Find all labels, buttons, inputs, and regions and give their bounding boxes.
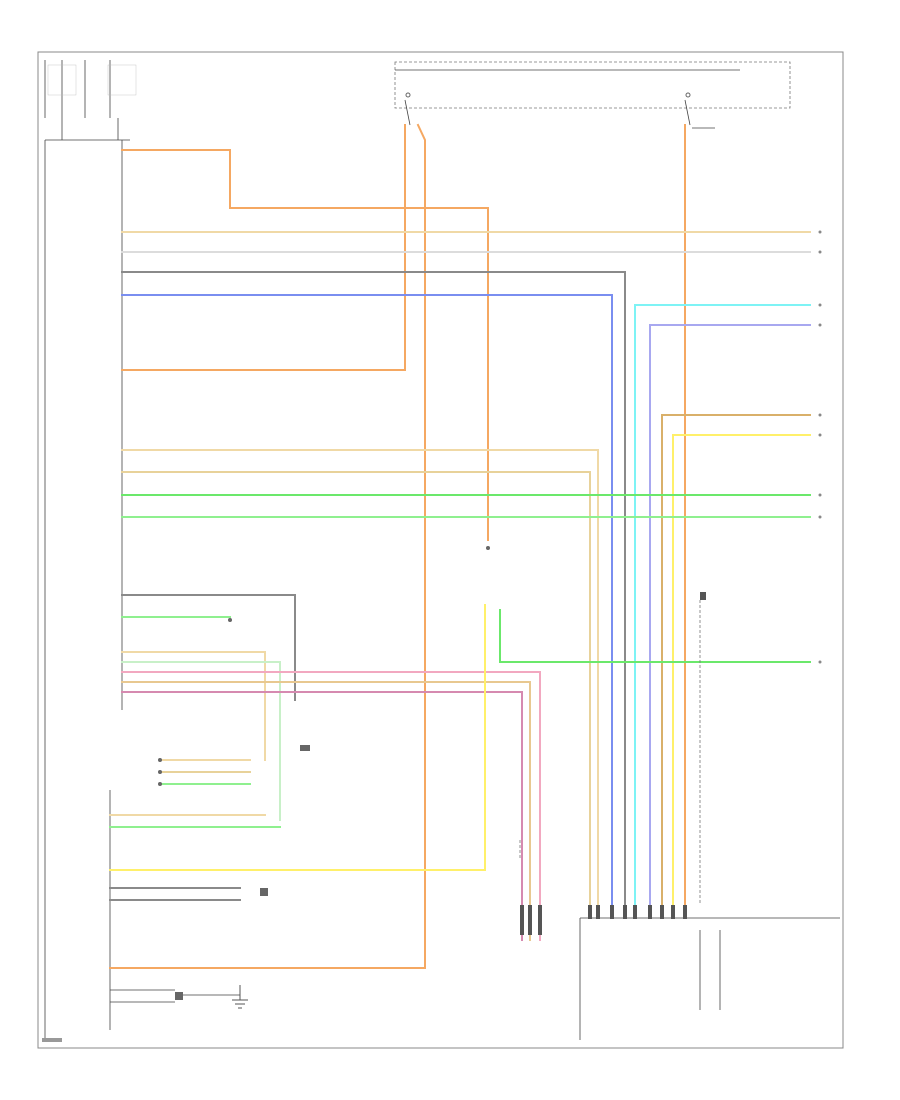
diagram-frame [37,51,844,1049]
splice-marks [158,546,490,1000]
right-edge-terminals [818,230,822,664]
wire-red-violet [121,691,523,941]
wire-green-3 [499,609,811,663]
wire-light-blue [634,304,811,906]
wire-light-green [121,661,281,821]
orange-wires [109,123,686,969]
speaker-wires [121,449,811,906]
wire-orange-2 [121,124,406,371]
right-wires [121,231,811,906]
top-left-component [44,60,137,141]
bottom-connector [519,592,840,1040]
wire-gray [121,271,626,906]
wire-yellow-2 [109,604,486,871]
wire-tan-2 [121,449,599,906]
wire-tan-3 [121,471,591,906]
wire-brown [661,414,811,906]
wire-tan-5 [121,681,531,941]
fuse-block [394,61,791,129]
connector-pins [520,905,687,935]
wire-orange-1 [121,149,489,541]
wire-orange-3 [109,123,426,969]
lower-wires [109,594,541,941]
wire-gray-2 [121,594,296,701]
wire-pink [121,671,541,941]
wire-violet [649,324,811,906]
wire-tan-4 [121,651,266,761]
radio-module [42,140,123,1042]
bottom-left-wires [110,989,240,1003]
wire-yellow [672,434,811,906]
ground-icon [232,985,248,1009]
wire-blue [121,294,613,906]
